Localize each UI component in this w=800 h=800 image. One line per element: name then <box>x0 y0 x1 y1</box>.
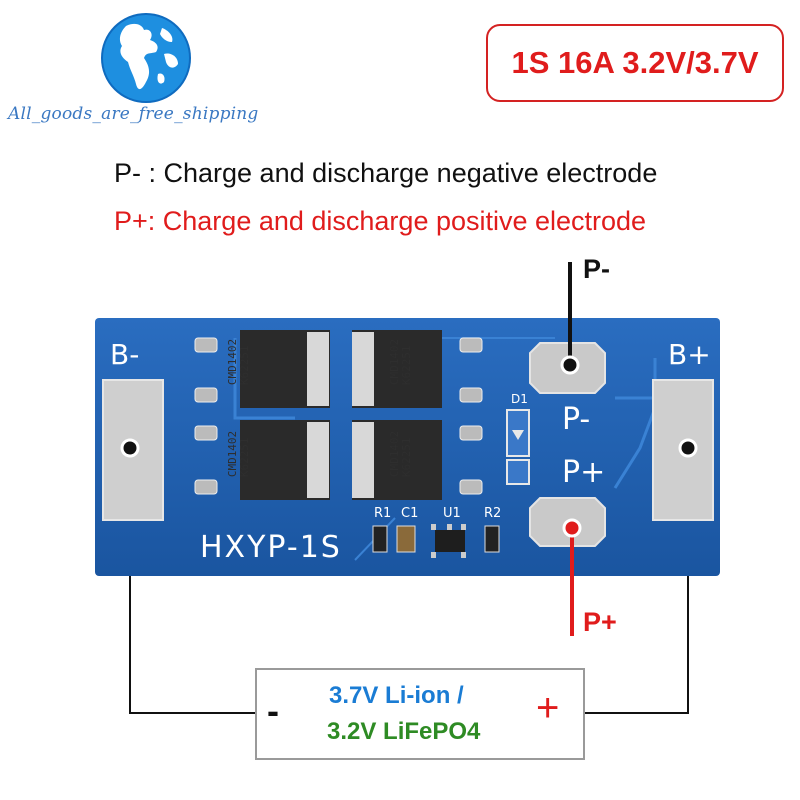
silk-r1: R1 <box>374 506 392 521</box>
globe-icon <box>101 13 191 103</box>
diode-d1 <box>506 409 530 457</box>
silk-p-minus: P- <box>562 402 591 437</box>
mosfet-q2 <box>352 330 483 408</box>
mosfet-q2-marking: CMD1402 K62251 <box>388 338 414 386</box>
b-minus-pad <box>102 379 164 521</box>
silk-u1: U1 <box>443 506 461 521</box>
legend-negative: P- : Charge and discharge negative elect… <box>114 158 658 188</box>
resistor-r1 <box>372 525 388 553</box>
legend-positive: P+: Charge and discharge positive electr… <box>114 206 647 236</box>
b-plus-pad <box>652 379 714 521</box>
mosfet-q3 <box>194 420 330 500</box>
mosfet-q1-marking: CMD1402 K62251 <box>226 338 252 386</box>
mosfet-q4 <box>352 420 483 500</box>
silk-b-plus: B+ <box>668 338 711 371</box>
silk-b-minus: B- <box>110 338 140 371</box>
mosfet-q1 <box>194 330 330 408</box>
d1-pad-lower <box>506 459 530 485</box>
battery-box <box>255 668 585 760</box>
ic-u1 <box>431 524 466 558</box>
resistor-r2 <box>484 525 500 553</box>
battery-type-lifepo4: 3.2V LiFePO4 <box>327 718 481 745</box>
spec-badge-text: 1S 16A 3.2V/3.7V <box>511 45 759 80</box>
capacitor-c1 <box>396 525 416 553</box>
battery-plus-sign: + <box>536 686 560 730</box>
battery-minus-sign: - <box>267 690 279 731</box>
p-minus-pad <box>529 342 606 394</box>
p-plus-wire-label: P+ <box>583 607 617 637</box>
silk-p-plus: P+ <box>562 455 606 490</box>
silk-c1: C1 <box>401 506 419 521</box>
silk-r2: R2 <box>484 506 502 521</box>
mosfet-q3-marking: CMD1402 K62251 <box>226 430 252 478</box>
battery-type-liion: 3.7V Li-ion / <box>329 682 464 709</box>
mosfet-q4-marking: CMD1402 K62251 <box>388 430 414 478</box>
silk-d1: D1 <box>511 392 528 406</box>
board-model: HXYP-1S <box>200 530 342 565</box>
logo-text: All_goods_are_free_shipping <box>8 104 259 124</box>
p-minus-wire-label: P- <box>583 254 610 284</box>
spec-badge: 1S 16A 3.2V/3.7V <box>486 24 784 102</box>
p-plus-pad <box>529 497 606 547</box>
